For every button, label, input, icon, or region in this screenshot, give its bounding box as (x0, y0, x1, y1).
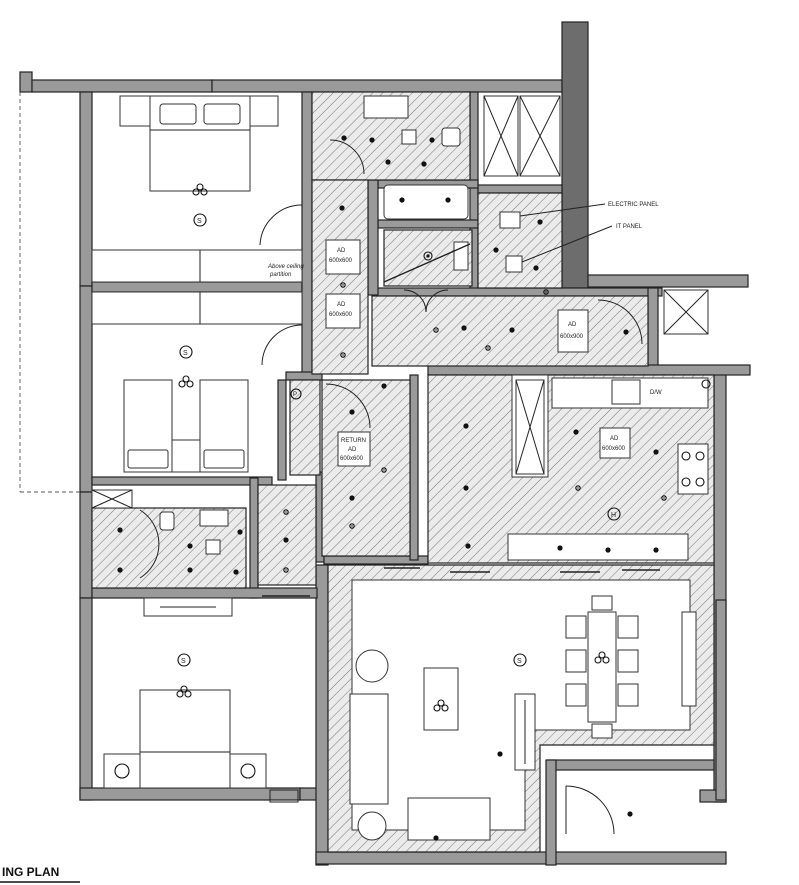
note-above-ceiling: Above ceiling (267, 264, 304, 270)
svg-text:RETURN: RETURN (341, 438, 366, 444)
door-swing (259, 204, 303, 246)
bedroom-2: S (91, 291, 303, 473)
air-diffuser (599, 427, 631, 459)
heat-detector-icon (607, 507, 621, 521)
sprinkler-icon (179, 345, 193, 359)
bathtub (383, 184, 469, 220)
kitchen-island (507, 533, 689, 561)
coffee-table (423, 667, 459, 731)
svg-text:AD: AD (348, 447, 357, 453)
nightstand (249, 95, 279, 127)
hall-ceiling (311, 179, 369, 375)
utility-room: ELECTRIC PANEL IT PANEL (493, 202, 659, 273)
living-dining: S (349, 567, 697, 841)
master-bathroom (329, 95, 469, 220)
svg-text:600x600: 600x600 (340, 456, 364, 462)
pocket-door-icon (290, 388, 302, 400)
wardrobe (91, 249, 303, 283)
pendant-light-icon (594, 651, 610, 664)
svg-text:P: P (293, 392, 297, 398)
sprinkler-icon (513, 653, 527, 667)
sofa (349, 693, 389, 805)
pendant-light-icon (176, 685, 192, 698)
toilet-icon (159, 511, 175, 531)
door-swing (329, 139, 365, 175)
nightstand (229, 753, 267, 789)
door-swing (597, 299, 643, 345)
pendant-light-icon (192, 183, 208, 196)
side-table (357, 811, 387, 841)
storage-closets (483, 95, 709, 335)
svg-text:600x900: 600x900 (560, 334, 584, 340)
bed (139, 689, 231, 789)
nightstand (103, 753, 141, 789)
leader-line (521, 225, 613, 263)
svg-text:AD: AD (337, 248, 346, 254)
vanity (363, 95, 409, 119)
side-table (355, 649, 389, 683)
shower-icon (401, 129, 417, 145)
door-swing (565, 785, 615, 835)
wc (383, 241, 471, 283)
electric-panel-label: ELECTRIC PANEL (608, 202, 659, 208)
door-swing (325, 383, 371, 429)
nightstand (119, 95, 151, 127)
air-diffuser (325, 293, 361, 329)
bedroom-1: S Above ceiling partition (19, 92, 304, 493)
exterior-walls (19, 21, 749, 866)
leader-line (519, 203, 606, 217)
svg-text:AD: AD (337, 302, 346, 308)
svg-text:S: S (183, 350, 188, 357)
door-swing (261, 324, 303, 366)
svg-text:S: S (517, 658, 522, 665)
svg-text:S: S (197, 218, 202, 225)
air-diffuser (557, 309, 589, 353)
svg-text:H: H (611, 512, 616, 519)
sink (611, 379, 641, 405)
electric-panel (499, 211, 521, 229)
svg-text:partition: partition (269, 272, 292, 278)
sofa (407, 797, 491, 841)
closet-ceiling (289, 379, 321, 476)
sprinkler-icon (177, 653, 191, 667)
toilet-icon (441, 127, 461, 147)
wardrobe (91, 291, 303, 325)
pendant-light-icon (178, 375, 194, 388)
exhaust-icon (423, 251, 433, 261)
shower-icon (205, 539, 221, 555)
return-hall-ceiling (321, 379, 411, 557)
kitchen: D/W AD 600x600 H (463, 374, 711, 561)
dishwasher-label: D/W (650, 390, 662, 396)
air-diffuser (325, 239, 361, 275)
sideboard (681, 611, 697, 707)
return-air-diffuser (337, 431, 371, 467)
sprinkler-icon (193, 213, 207, 227)
bathroom-2 (91, 489, 243, 579)
sink (199, 509, 229, 527)
plan-title: ING PLAN (2, 865, 59, 879)
dining-table (587, 611, 617, 723)
svg-text:AD: AD (610, 436, 619, 442)
svg-text:600x600: 600x600 (329, 312, 353, 318)
corridor: AD 600x900 (433, 289, 643, 353)
utility-ceiling (477, 192, 563, 289)
svg-text:S: S (181, 658, 186, 665)
hall: AD 600x600 AD 600x600 (325, 205, 449, 358)
it-panel-label: IT PANEL (616, 224, 643, 230)
svg-text:AD: AD (568, 322, 577, 328)
bedroom-3: S (103, 597, 299, 803)
passage-ceiling (257, 484, 317, 586)
return-hall: RETURN AD 600x600 P (290, 383, 387, 529)
passage (262, 509, 310, 597)
svg-text:600x600: 600x600 (329, 258, 353, 264)
it-panel (505, 255, 523, 273)
svg-text:600x600: 600x600 (602, 446, 626, 452)
nightstand (171, 439, 201, 473)
cooktop (677, 443, 709, 495)
pendant-light-icon (433, 699, 449, 712)
